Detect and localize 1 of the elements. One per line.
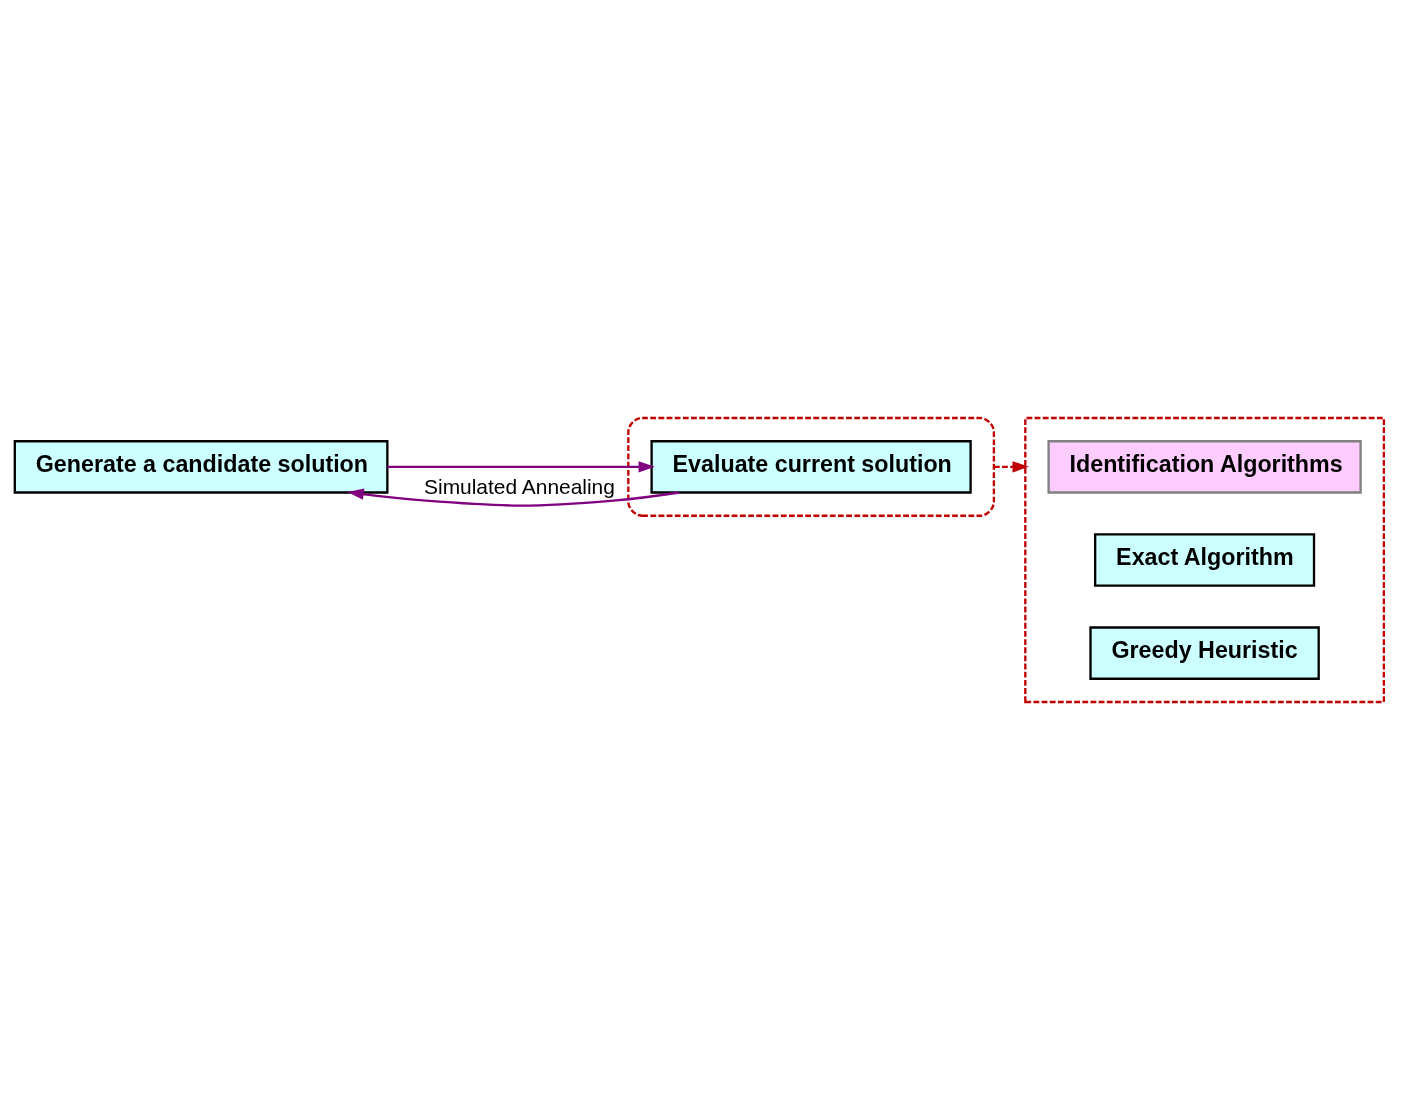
edge-label: Simulated Annealing — [424, 475, 615, 499]
